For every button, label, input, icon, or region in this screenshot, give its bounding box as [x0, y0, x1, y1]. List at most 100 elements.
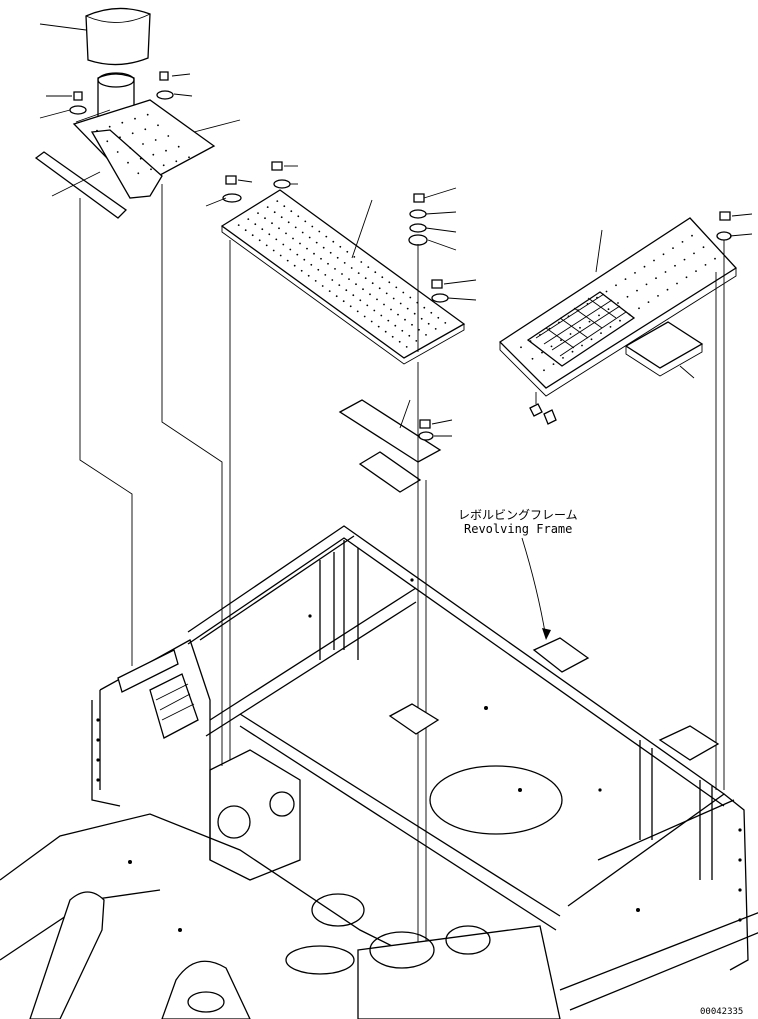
perforation-dot — [377, 325, 380, 328]
perforation-dot — [127, 161, 129, 164]
perforation-dot — [175, 160, 178, 163]
perforation-dot — [325, 235, 328, 238]
perforation-dot — [121, 121, 124, 124]
perforation-dot — [655, 277, 657, 280]
frame-callout: レボルビングフレーム Revolving Frame — [458, 508, 578, 640]
perforation-dot — [664, 271, 667, 273]
perforation-dot — [289, 248, 292, 251]
perforation-dot — [643, 265, 646, 268]
perforation-dot — [569, 333, 572, 335]
perforation-dot — [349, 305, 352, 308]
perforation-dot — [562, 357, 564, 359]
perforation-dot — [290, 210, 293, 213]
perforation-dot — [346, 250, 349, 253]
plate-perforations — [96, 113, 716, 372]
perforation-dot — [251, 234, 254, 237]
perforation-dot — [607, 308, 610, 311]
small-cover-plate — [338, 399, 442, 493]
perforation-dot — [336, 256, 339, 259]
perforation-dot — [264, 217, 266, 220]
perforation-dot — [617, 302, 619, 304]
perforation-dot — [378, 287, 381, 290]
perforation-dot — [590, 338, 593, 341]
perforation-dot — [342, 300, 345, 303]
center-bolts — [222, 161, 449, 303]
perforation-dot — [341, 273, 343, 275]
perforation-dot — [392, 297, 395, 300]
perforation-dot — [638, 307, 640, 310]
perforation-dot — [314, 280, 317, 282]
bolt-group — [69, 71, 174, 115]
perforation-dot — [292, 237, 294, 240]
perforation-dot — [237, 224, 240, 227]
perforation-dot — [162, 164, 165, 167]
perforation-dot — [369, 293, 371, 296]
perforation-dot — [374, 271, 377, 274]
frame-bolt-holes — [96, 578, 742, 932]
perforation-dot — [406, 307, 409, 310]
perforation-dot — [134, 117, 136, 120]
perforation-dot — [106, 140, 109, 143]
perforation-dot — [405, 346, 408, 348]
perforation-dot — [348, 278, 350, 280]
perforation-dot — [653, 259, 655, 262]
perforation-dot — [579, 326, 581, 329]
assembly-lines — [79, 184, 725, 1019]
grille-pattern — [526, 291, 636, 367]
perforation-dot — [619, 319, 621, 322]
perforation-dot — [356, 310, 359, 313]
perforation-dot — [418, 328, 420, 331]
perforation-dot — [415, 340, 418, 342]
perforation-dot — [306, 247, 308, 250]
perforation-dot — [373, 309, 376, 312]
perforation-dot — [376, 298, 378, 301]
perforation-dot — [352, 294, 355, 297]
perforation-dot — [531, 357, 534, 360]
perforation-dot — [411, 323, 413, 326]
perforation-dot — [634, 272, 636, 274]
perforation-dot — [116, 151, 119, 153]
perforation-dot — [626, 295, 629, 298]
perforation-dot — [529, 340, 532, 342]
strip-bar — [34, 151, 128, 219]
perforation-dot — [307, 274, 310, 277]
perforation-dot — [317, 268, 320, 271]
perforation-dot — [541, 351, 543, 354]
perforation-dot — [390, 308, 392, 311]
perforation-dot — [609, 326, 612, 328]
perforation-dot — [355, 283, 357, 286]
perforation-dot — [577, 309, 579, 311]
perforation-dot — [353, 256, 356, 258]
perforation-dot — [420, 317, 423, 320]
perforation-dot — [266, 206, 269, 209]
perforation-dot — [177, 145, 180, 148]
perforation-dot — [345, 289, 348, 292]
perforation-dot — [296, 253, 299, 256]
perforation-dot — [567, 315, 570, 318]
perforation-dot — [279, 254, 282, 257]
leader-line — [51, 171, 101, 197]
perforation-dot — [293, 264, 296, 267]
perforation-dot — [381, 276, 384, 279]
perforation-dot — [343, 262, 346, 264]
perforation-dot — [254, 223, 257, 226]
perforation-dot — [598, 314, 600, 317]
perforation-dot — [704, 264, 707, 266]
leader-line — [171, 73, 191, 77]
pad-block — [624, 321, 704, 377]
perforation-dot — [666, 288, 669, 291]
perforation-dot — [691, 234, 693, 237]
perforation-dot — [363, 315, 366, 318]
perforation-dot — [647, 301, 650, 303]
perforation-dot — [334, 268, 336, 270]
perforation-dot — [244, 229, 247, 232]
perforation-dot — [586, 303, 589, 305]
perforation-dot — [397, 313, 399, 316]
perforation-dot — [311, 225, 314, 228]
perforation-dot — [605, 290, 608, 293]
perforation-dot — [167, 135, 170, 137]
perforation-dot — [416, 301, 419, 304]
perforation-dot — [321, 285, 324, 287]
perforation-dot — [543, 369, 545, 372]
